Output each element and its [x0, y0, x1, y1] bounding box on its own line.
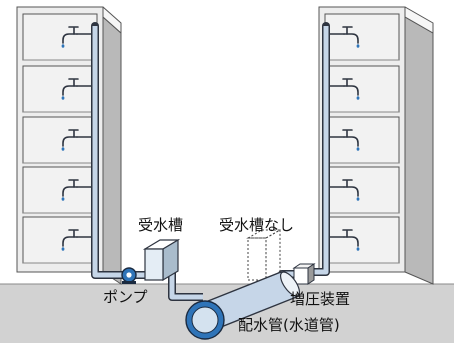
water-tank [142, 238, 181, 282]
floor-panel [22, 65, 98, 113]
floor-panel [324, 13, 400, 61]
floor-panel [324, 166, 400, 214]
label-booster: 増圧装置 [290, 290, 351, 308]
booster-device [292, 263, 316, 285]
label-pump: ポンプ [103, 288, 148, 306]
floor-panel [22, 166, 98, 214]
faucet-icon [327, 26, 360, 48]
absent-tank-outline [246, 229, 282, 281]
floor-panel [324, 65, 400, 113]
pump-icon [121, 267, 137, 284]
faucet-icon [327, 129, 360, 151]
floor-panel [22, 13, 98, 61]
label-no-tank: 受水槽なし [219, 216, 295, 234]
right-building [318, 6, 434, 285]
left-building-side [102, 15, 122, 285]
faucet-icon [61, 179, 94, 201]
left-building [16, 6, 122, 285]
label-water-main: 配水管(水道管) [238, 316, 340, 334]
faucet-icon [61, 78, 94, 100]
faucet-icon [61, 26, 94, 48]
faucet-icon [327, 78, 360, 100]
floor-panel [324, 116, 400, 164]
floor-panel [324, 216, 400, 264]
faucet-icon [327, 229, 360, 251]
right-building-side [404, 16, 434, 285]
floor-panel [22, 116, 98, 164]
faucet-icon [61, 229, 94, 251]
water-main-pipe [185, 271, 301, 340]
floor-panel [22, 216, 98, 264]
faucet-icon [61, 129, 94, 151]
faucet-icon [327, 179, 360, 201]
label-water-tank: 受水槽 [138, 216, 184, 234]
